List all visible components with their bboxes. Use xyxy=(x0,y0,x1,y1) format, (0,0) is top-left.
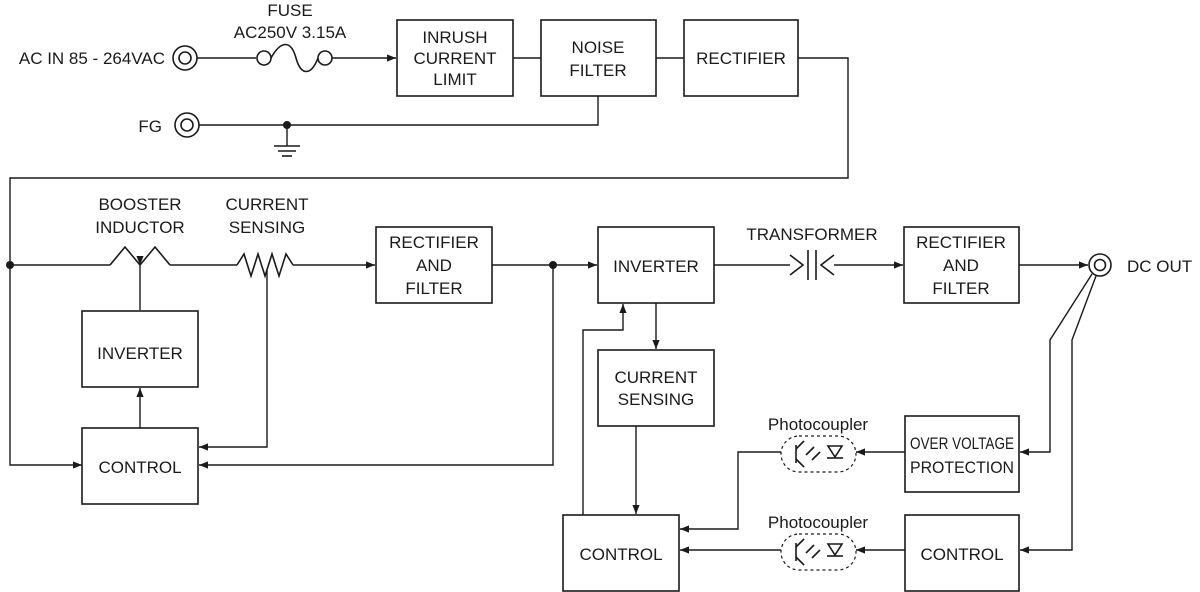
control-1-block: CONTROL xyxy=(81,427,199,505)
current-sensing-line-1: CURRENT xyxy=(225,195,308,214)
inrush-line-2: CURRENT xyxy=(413,49,496,68)
noise-filter-block: NOISE FILTER xyxy=(540,19,657,97)
transformer-label: TRANSFORMER xyxy=(746,225,877,244)
inverter-2-label: INVERTER xyxy=(613,257,699,276)
booster-inductor-line-2: INDUCTOR xyxy=(95,218,184,237)
rectifier-filter-2-block: RECTIFIER AND FILTER xyxy=(903,226,1020,304)
control-3-block: CONTROL xyxy=(904,514,1020,592)
fuse-rating: AC250V 3.15A xyxy=(234,23,347,42)
photocoupler-1-label: Photocoupler xyxy=(768,415,869,434)
ground-symbol xyxy=(274,125,300,157)
ac-input-connector xyxy=(172,45,198,71)
fuse-title: FUSE xyxy=(267,1,312,20)
booster-inductor-line-1: BOOSTER xyxy=(98,195,181,214)
rectifier-filter-2-line-2: AND xyxy=(943,256,979,275)
inverter-2-block: INVERTER xyxy=(597,226,715,304)
current-sensing-line-2: SENSING xyxy=(229,218,306,237)
inrush-current-limit-block: INRUSH CURRENT LIMIT xyxy=(396,19,514,97)
rectifier-filter-2-line-3: FILTER xyxy=(932,279,989,298)
dc-out-connector xyxy=(1088,253,1112,277)
current-sensing-2-block: CURRENT SENSING xyxy=(597,349,715,427)
fg-connector xyxy=(174,112,200,138)
rectifier-filter-1-line-3: FILTER xyxy=(405,279,462,298)
rectifier-filter-1-line-1: RECTIFIER xyxy=(389,233,479,252)
ovp-line-2: PROTECTION xyxy=(910,458,1014,477)
rectifier-label: RECTIFIER xyxy=(696,49,786,68)
current-sensing-2-line-1: CURRENT xyxy=(614,368,697,387)
noise-filter-line-1: NOISE xyxy=(572,38,625,57)
ac-in-label: AC IN 85 - 264VAC xyxy=(19,49,165,68)
inverter-1-label: INVERTER xyxy=(97,344,183,363)
inrush-line-3: LIMIT xyxy=(433,70,476,89)
photocoupler-2-label: Photocoupler xyxy=(768,513,869,532)
rectifier-filter-1-line-2: AND xyxy=(416,256,452,275)
control-3-label: CONTROL xyxy=(920,545,1003,564)
control-2-label: CONTROL xyxy=(579,545,662,564)
ovp-line-1: OVER VOLTAGE xyxy=(910,434,1014,453)
control-2-block: CONTROL xyxy=(562,514,680,592)
control-1-label: CONTROL xyxy=(98,458,181,477)
noise-filter-line-2: FILTER xyxy=(569,61,626,80)
transformer-symbol xyxy=(714,250,903,280)
dc-out-label: DC OUT xyxy=(1127,257,1192,276)
current-sensing-resistor xyxy=(236,251,375,279)
booster-inductor-switch-symbol xyxy=(109,245,171,310)
over-voltage-protection-block: OVER VOLTAGE PROTECTION xyxy=(904,415,1020,493)
rectifier-block: RECTIFIER xyxy=(683,19,799,97)
inrush-line-1: INRUSH xyxy=(422,28,487,47)
current-sensing-2-line-2: SENSING xyxy=(618,390,695,409)
fg-label: FG xyxy=(138,117,162,136)
rectifier-filter-1-block: RECTIFIER AND FILTER xyxy=(375,226,493,304)
fuse-symbol xyxy=(197,43,396,73)
rectifier-filter-2-line-1: RECTIFIER xyxy=(916,233,1006,252)
photocoupler-2-symbol xyxy=(780,533,857,571)
inverter-1-block: INVERTER xyxy=(81,310,199,388)
photocoupler-1-symbol xyxy=(780,435,857,473)
